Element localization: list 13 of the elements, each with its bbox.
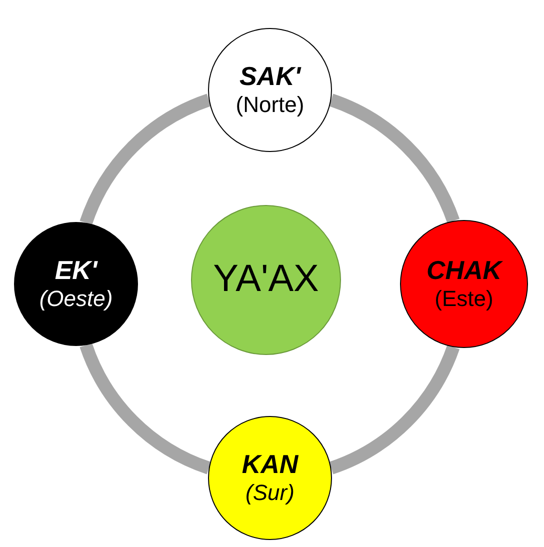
node-title: YA'AX (213, 258, 319, 302)
node-subtitle: (Oeste) (39, 286, 113, 312)
node-title: KAN (242, 450, 298, 480)
node-subtitle: (Este) (434, 286, 494, 312)
node-title: CHAK (426, 256, 502, 286)
ring-arc (328, 344, 460, 474)
ring-arc (328, 94, 460, 224)
node-subtitle: (Norte) (236, 92, 304, 118)
node-title: SAK' (239, 62, 301, 92)
node-subtitle: (Sur) (246, 480, 294, 506)
ring-arc (80, 94, 212, 226)
ring-arc (80, 342, 212, 474)
node-title: EK' (54, 256, 98, 286)
